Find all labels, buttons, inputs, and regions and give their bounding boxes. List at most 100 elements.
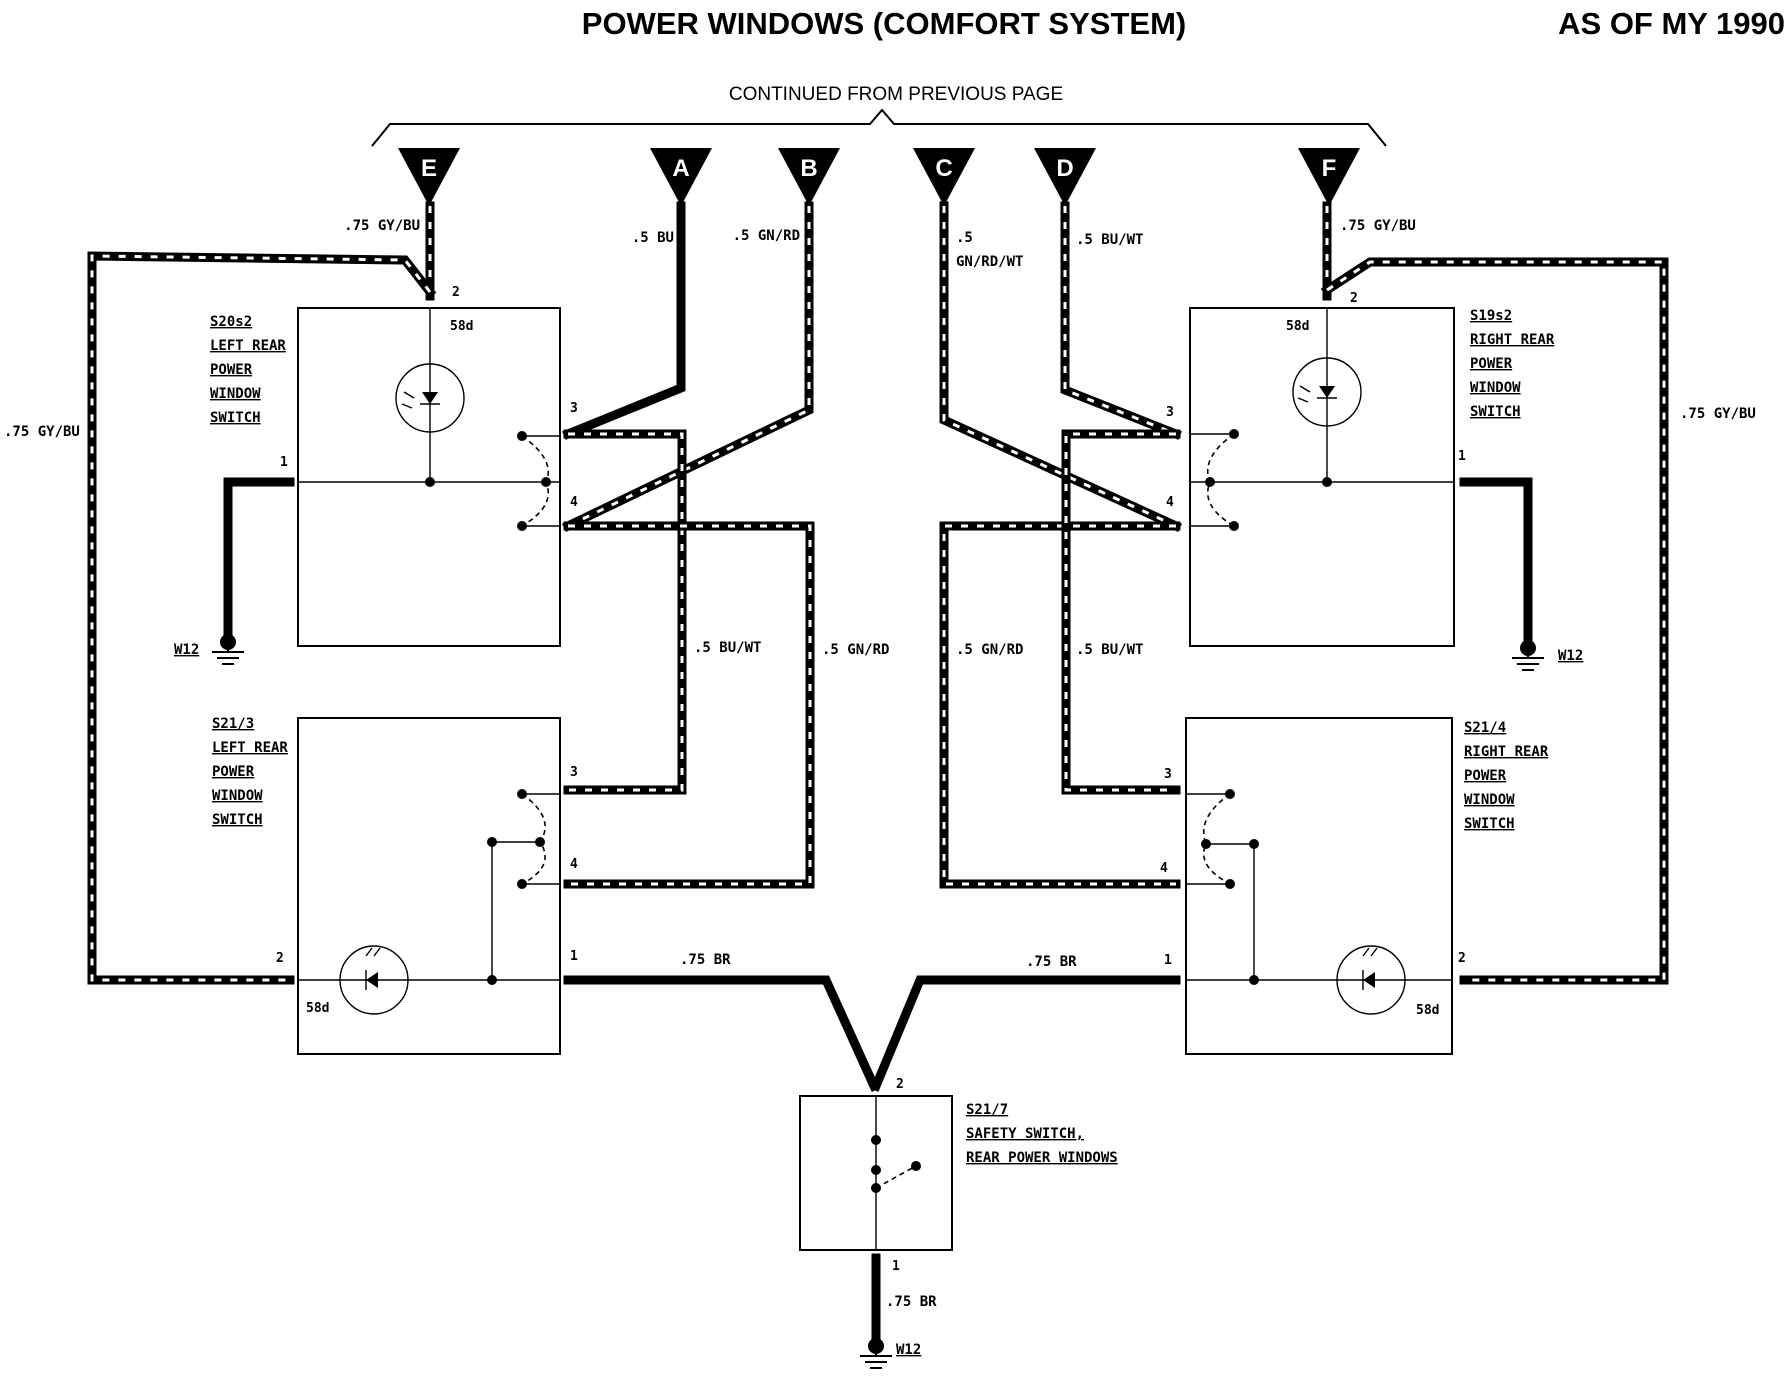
pin-s21-3-1: 1 xyxy=(570,949,578,964)
pin-s21-4-3: 3 xyxy=(1164,767,1172,782)
wire-label-right-mid-gnrd: .5 GN/RD xyxy=(956,642,1023,658)
svg-text:SAFETY SWITCH,: SAFETY SWITCH, xyxy=(966,1126,1084,1142)
wire-right-mid-gnrd xyxy=(939,521,1181,889)
svg-text:B: B xyxy=(800,155,817,182)
page-title: POWER WINDOWS (COMFORT SYSTEM) xyxy=(582,6,1186,41)
wire-b-gnrd xyxy=(561,201,814,533)
svg-text:SWITCH: SWITCH xyxy=(1464,816,1515,832)
wire-label-left-mid-buwt: .5 BU/WT xyxy=(694,640,761,656)
svg-text:C: C xyxy=(935,155,952,182)
pin-s19s2-1: 1 xyxy=(1458,449,1466,464)
s19s2-internals xyxy=(1190,308,1454,531)
wire-label-left-mid-gnrd: .5 GN/RD xyxy=(822,642,889,658)
s21-7-label: S21/7 SAFETY SWITCH, REAR POWER WINDOWS xyxy=(966,1102,1118,1166)
svg-text:POWER: POWER xyxy=(1470,356,1513,372)
pin-s21-3-3: 3 xyxy=(570,765,578,780)
wire-label-right-br: .75 BR xyxy=(1026,954,1077,970)
pin-s21-4-2: 2 xyxy=(1458,951,1466,966)
s19s2-box xyxy=(1189,307,1455,647)
svg-text:POWER: POWER xyxy=(212,764,255,780)
wire-label-left-outer: .75 GY/BU xyxy=(4,424,80,440)
wire-label-right-outer: .75 GY/BU xyxy=(1680,406,1756,422)
pin-s20s2-4: 4 xyxy=(570,495,578,510)
s21-3-internals xyxy=(298,789,560,1015)
wire-label-c-2: GN/RD/WT xyxy=(956,254,1023,270)
connector-b: B xyxy=(778,148,840,206)
pin-s21-4-1: 1 xyxy=(1164,953,1172,968)
wire-left-mid-gnrd xyxy=(563,521,815,889)
ground-left xyxy=(212,634,244,665)
svg-text:LEFT REAR: LEFT REAR xyxy=(212,740,288,756)
svg-text:D: D xyxy=(1056,155,1073,182)
wire-label-f: .75 GY/BU xyxy=(1340,218,1416,234)
svg-text:SWITCH: SWITCH xyxy=(212,812,263,828)
pin-s21-7-1: 1 xyxy=(892,1259,900,1274)
wire-right-br xyxy=(870,975,1181,1092)
pin-s19s2-4: 4 xyxy=(1166,495,1174,510)
continued-note: CONTINUED FROM PREVIOUS PAGE xyxy=(729,84,1063,105)
pin-s21-3-2: 2 xyxy=(276,951,284,966)
s21-3-box xyxy=(297,717,561,1055)
s20s2-internals xyxy=(298,308,560,531)
wire-label-bottom-br: .75 BR xyxy=(886,1294,937,1310)
wire-left-outer-gybu xyxy=(87,251,437,985)
terminal-58d-s19s2: 58d xyxy=(1286,319,1309,334)
s21-4-label: S21/4 RIGHT REAR POWER WINDOW SWITCH xyxy=(1464,720,1549,832)
s20s2-label: S20s2 LEFT REAR POWER WINDOW SWITCH xyxy=(210,314,286,426)
connector-c: C xyxy=(913,148,975,206)
wire-left-ground xyxy=(223,477,295,647)
svg-text:E: E xyxy=(421,155,437,182)
connector-e: E xyxy=(398,148,460,206)
svg-text:WINDOW: WINDOW xyxy=(210,386,261,402)
svg-text:LEFT REAR: LEFT REAR xyxy=(210,338,286,354)
wire-label-right-mid-buwt: .5 BU/WT xyxy=(1076,642,1143,658)
connector-a: A xyxy=(650,148,712,206)
terminal-58d-s20s2: 58d xyxy=(450,319,473,334)
pin-s19s2-3: 3 xyxy=(1166,405,1174,420)
wire-label-c-1: .5 xyxy=(956,230,973,246)
svg-text:S19s2: S19s2 xyxy=(1470,308,1512,324)
ground-label-bottom: W12 xyxy=(896,1342,921,1358)
svg-text:WINDOW: WINDOW xyxy=(1464,792,1515,808)
connector-d: D xyxy=(1034,148,1096,206)
wire-d-buwt xyxy=(1060,201,1182,440)
svg-text:RIGHT REAR: RIGHT REAR xyxy=(1470,332,1555,348)
model-year: AS OF MY 1990 xyxy=(1558,6,1785,41)
terminal-58d-s21-4: 58d xyxy=(1416,1003,1439,1018)
wire-right-mid-buwt xyxy=(1061,429,1181,795)
s21-4-box xyxy=(1185,717,1453,1055)
svg-text:SWITCH: SWITCH xyxy=(210,410,261,426)
ground-label-right: W12 xyxy=(1558,648,1583,664)
svg-text:WINDOW: WINDOW xyxy=(212,788,263,804)
s21-4-internals xyxy=(1186,789,1452,1015)
pin-s20s2-3: 3 xyxy=(570,401,578,416)
svg-text:S21/7: S21/7 xyxy=(966,1102,1008,1118)
wire-label-d: .5 BU/WT xyxy=(1076,232,1143,248)
pin-s21-3-4: 4 xyxy=(570,857,578,872)
svg-text:S21/3: S21/3 xyxy=(212,716,254,732)
s21-7-internals xyxy=(871,1096,921,1250)
svg-text:WINDOW: WINDOW xyxy=(1470,380,1521,396)
wire-label-a: .5 BU xyxy=(632,230,674,246)
pin-s21-7-2: 2 xyxy=(896,1077,904,1092)
pin-s19s2-2: 2 xyxy=(1350,291,1358,306)
svg-text:F: F xyxy=(1322,155,1337,182)
pin-s20s2-2: 2 xyxy=(452,285,460,300)
ground-right xyxy=(1512,640,1544,671)
wire-label-e: .75 GY/BU xyxy=(344,218,420,234)
terminal-58d-s21-3: 58d xyxy=(306,1001,329,1016)
wire-right-ground xyxy=(1459,477,1533,653)
s19s2-label: S19s2 RIGHT REAR POWER WINDOW SWITCH xyxy=(1470,308,1555,420)
svg-text:S20s2: S20s2 xyxy=(210,314,252,330)
ground-label-left: W12 xyxy=(174,642,199,658)
wire-right-outer-gybu xyxy=(1320,257,1669,985)
svg-text:S21/4: S21/4 xyxy=(1464,720,1506,736)
wire-left-br xyxy=(563,975,880,1092)
pin-s21-4-4: 4 xyxy=(1160,861,1168,876)
wire-label-b: .5 GN/RD xyxy=(733,228,800,244)
wire-a-bu xyxy=(562,201,686,440)
wire-c-gnrdwt xyxy=(939,201,1182,532)
wire-label-left-br: .75 BR xyxy=(680,952,731,968)
svg-text:POWER: POWER xyxy=(210,362,253,378)
